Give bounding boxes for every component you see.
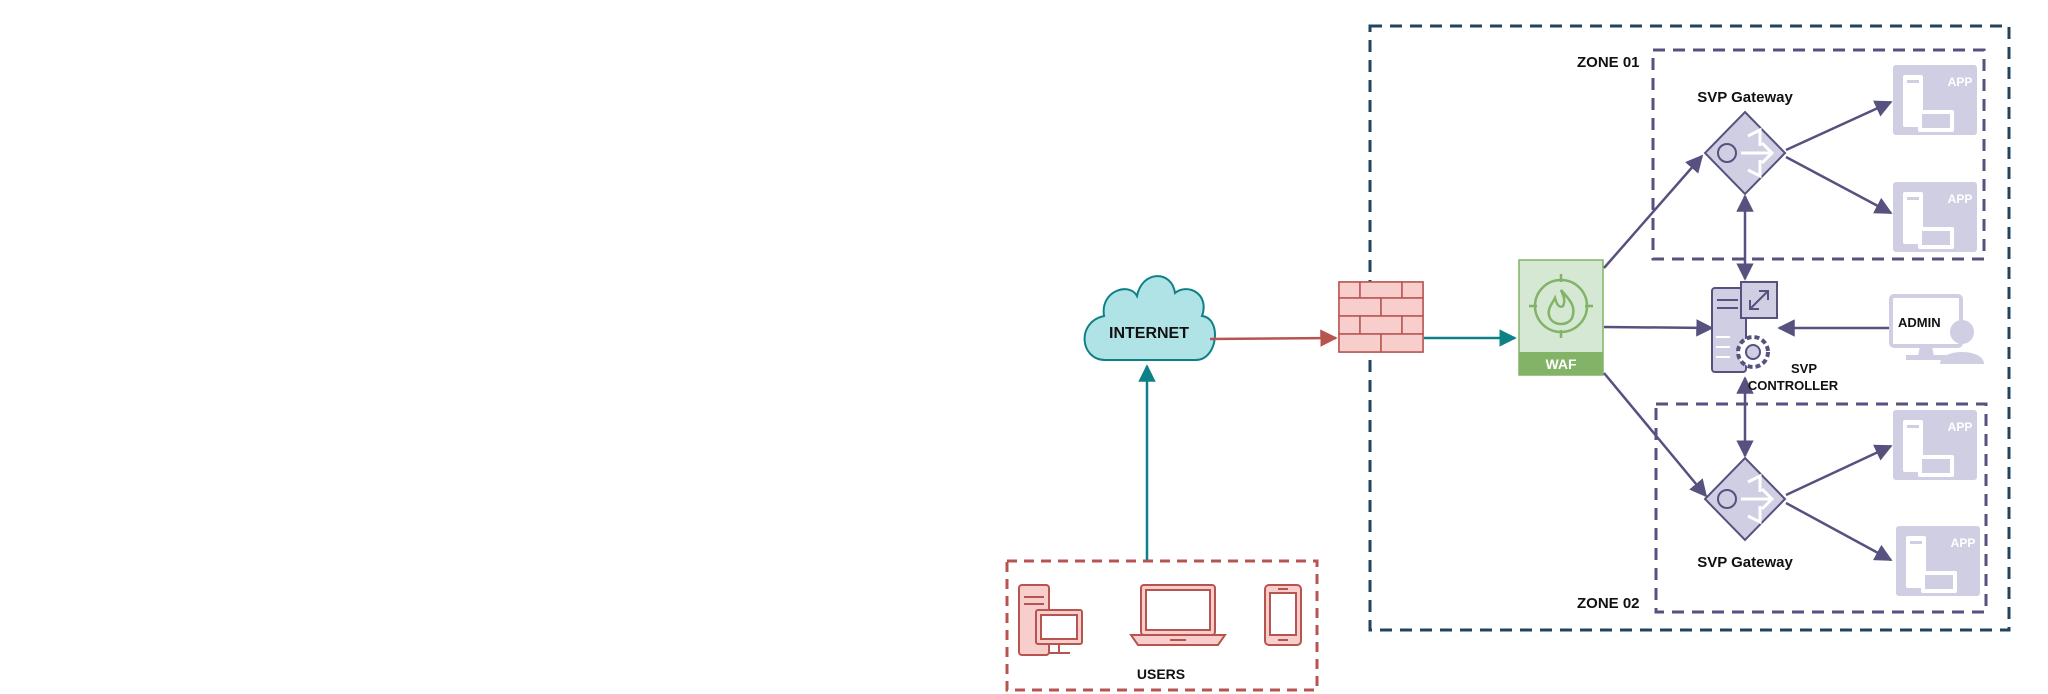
app-label: APP (1948, 75, 1973, 89)
arrow-gateway-2-to-app-3 (1785, 444, 1893, 497)
arrow-waf-to-gateway-1 (1603, 154, 1704, 269)
app-server-icon (1893, 182, 1977, 252)
gateway-icon (1703, 456, 1787, 542)
zone-02-boundary (1654, 402, 1988, 614)
waf-icon (1518, 259, 1604, 376)
firewall-icon (1338, 281, 1424, 353)
arrow-waf-to-controller (1603, 319, 1714, 337)
controller-label-line1: SVP (1791, 361, 1817, 376)
app-server-icon (1893, 65, 1977, 135)
zone-01-boundary (1651, 48, 1986, 261)
internet-label: INTERNET (1109, 325, 1189, 342)
mobile-icon (1264, 584, 1302, 646)
desktop-icon (1018, 584, 1083, 656)
app-label: APP (1948, 420, 1973, 434)
gateway-icon (1703, 110, 1787, 196)
app-label: APP (1951, 536, 1976, 550)
admin-label: ADMIN (1898, 315, 1941, 330)
gateway-2-label: SVP Gateway (1697, 554, 1793, 571)
users-label: USERS (1137, 666, 1185, 682)
arrow-gateway-2-to-app-4 (1785, 501, 1893, 562)
app-server-icon (1893, 410, 1977, 480)
waf-label: WAF (1545, 356, 1577, 372)
app-server-icon (1896, 526, 1980, 596)
arrow-gateway-1-to-app-1 (1785, 100, 1893, 152)
gateway-1-label: SVP Gateway (1697, 89, 1793, 106)
laptop-icon (1129, 584, 1227, 646)
arrow-waf-to-gateway-2 (1603, 372, 1708, 498)
controller-icon (1711, 281, 1778, 373)
controller-label-line2: CONTROLLER (1748, 378, 1839, 393)
arrow-gateway-1-to-app-2 (1785, 155, 1893, 215)
app-label: APP (1948, 192, 1973, 206)
users-group (1005, 559, 1319, 692)
arrow-internet-to-firewall (1209, 329, 1338, 347)
admin-icon (1889, 294, 1984, 364)
zone-01-label: ZONE 01 (1577, 54, 1640, 71)
zone-02-label: ZONE 02 (1577, 595, 1640, 612)
cloud-icon (1083, 275, 1216, 361)
